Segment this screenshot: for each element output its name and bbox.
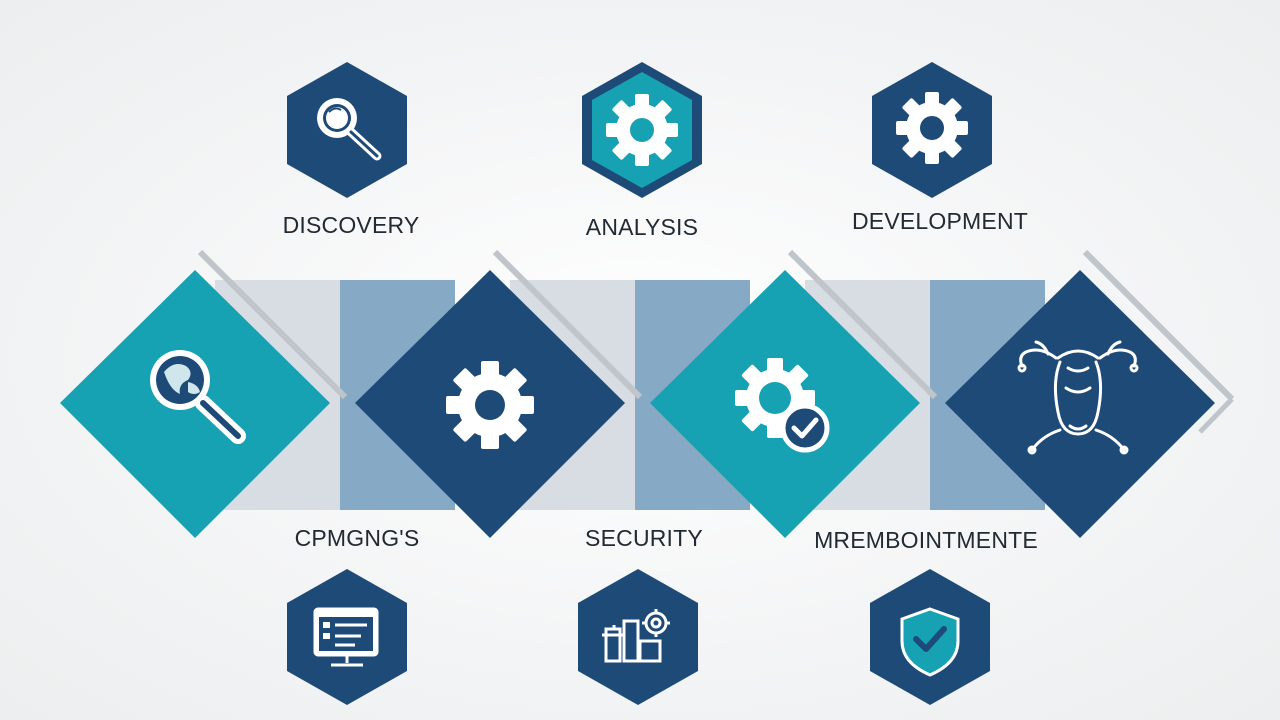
tools-hexagon — [576, 567, 700, 707]
gear-check-icon — [735, 358, 830, 453]
label-cpmgngs: CPMGNG'S — [294, 525, 420, 551]
label-development: DEVELOPMENT — [851, 208, 1029, 234]
development-hexagon — [870, 60, 994, 200]
gear-icon — [606, 94, 678, 166]
discovery-hexagon — [285, 60, 409, 200]
shield-hexagon — [868, 567, 992, 707]
magnifier-icon — [317, 98, 382, 161]
label-security: SECURITY — [585, 525, 703, 551]
creature-icon — [1017, 340, 1139, 455]
tools-gear-icon — [602, 609, 670, 663]
globe-magnifier-icon — [150, 350, 246, 444]
monitor-list-icon — [313, 607, 379, 667]
tile-deployment — [945, 270, 1215, 538]
gear-icon — [446, 361, 534, 449]
analysis-hexagon — [580, 60, 704, 200]
label-mrembointmente: MREMBOINTMENTE — [814, 527, 1038, 553]
monitor-hexagon — [285, 567, 409, 707]
shield-check-icon — [900, 607, 960, 677]
label-analysis: ANALYSIS — [585, 214, 699, 240]
label-discovery: DISCOVERY — [282, 212, 420, 238]
gear-icon — [896, 92, 968, 164]
